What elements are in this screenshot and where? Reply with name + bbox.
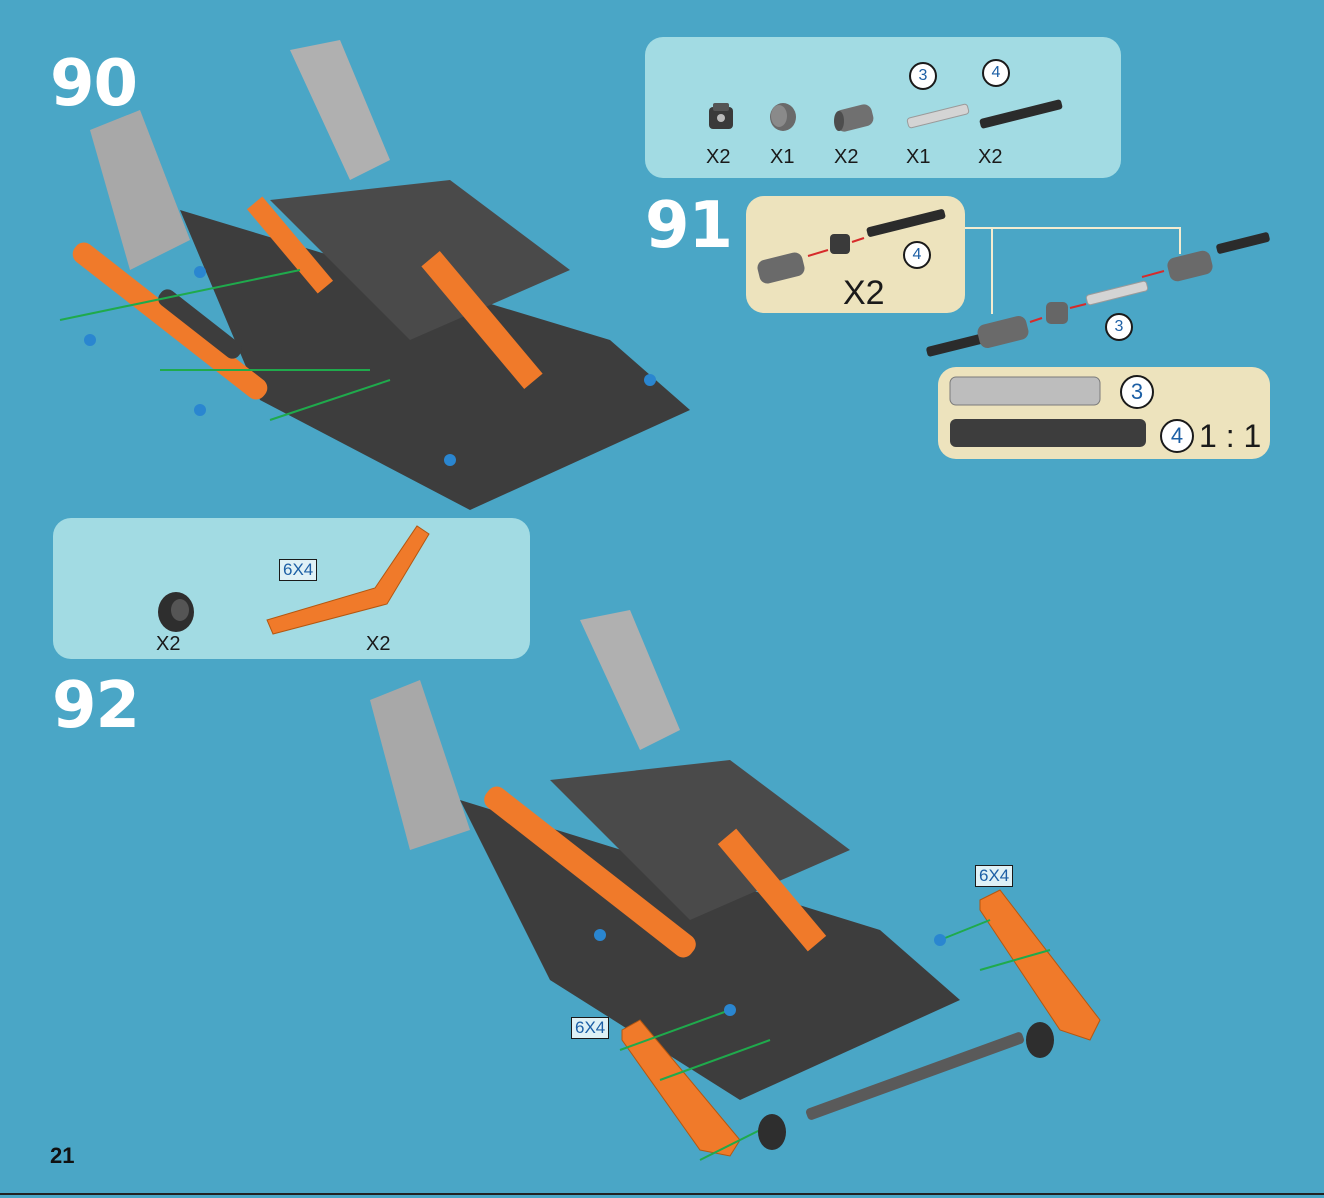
size-badge-4: 4 (903, 241, 931, 269)
size-badge-4: 4 (982, 59, 1010, 87)
half-bush-icon (770, 103, 796, 131)
size-badge-3: 3 (909, 62, 937, 90)
assembled-axle-right (1142, 232, 1270, 283)
part-qty-axle-3: X1 (906, 146, 930, 169)
wheel-icon (158, 592, 194, 632)
axle-4-icon (950, 419, 1146, 447)
part-qty-wheel: X2 (156, 633, 180, 656)
connector-icon (833, 103, 875, 134)
arrow-red (808, 250, 828, 256)
beam-label-left: 6X4 (571, 1017, 609, 1039)
axle-4-icon (979, 99, 1063, 129)
ruler-scale: 1 : 1 (1199, 418, 1261, 455)
beam-size-label: 6X4 (279, 559, 317, 581)
size-badge-3: 3 (1105, 313, 1133, 341)
axle-3-icon (907, 104, 970, 129)
subassembly-91-diagram (746, 196, 1306, 376)
connector-icon (756, 251, 806, 285)
page-bottom-rule (0, 1193, 1324, 1195)
bush-icon (830, 234, 850, 254)
part-qty-half-bush: X1 (770, 146, 794, 169)
bush-icon (709, 103, 733, 129)
beam-label-right: 6X4 (975, 865, 1013, 887)
size-badge-4: 4 (1160, 419, 1194, 453)
size-badge-3: 3 (1120, 375, 1154, 409)
part-qty-connector: X2 (834, 146, 858, 169)
subassembly-qty: X2 (843, 274, 885, 313)
part-qty-axle-4: X2 (978, 146, 1002, 169)
model-illustration-90 (50, 40, 710, 520)
page-number: 21 (50, 1143, 74, 1169)
axle-4-icon (866, 208, 946, 237)
step-number-92: 92 (52, 674, 139, 738)
axle-3-icon (950, 377, 1100, 405)
